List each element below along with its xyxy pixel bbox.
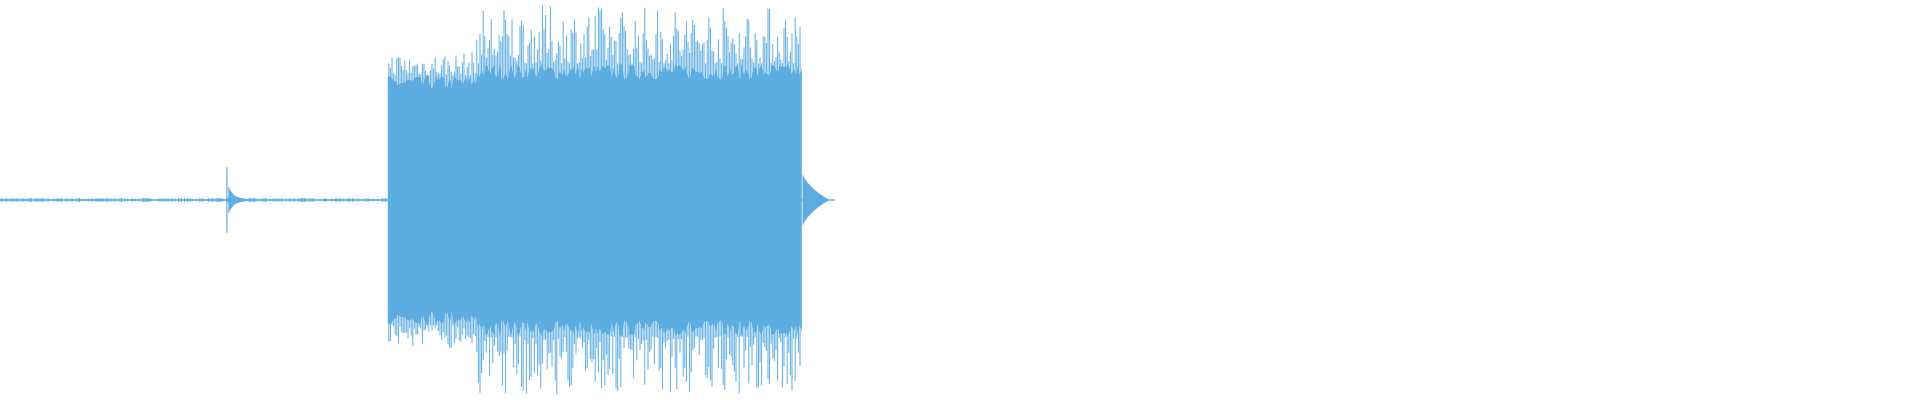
- waveform-quiet-section: [0, 197, 388, 203]
- waveform-click-transient: [226, 167, 247, 233]
- waveform-decay-tail: [802, 174, 830, 226]
- waveform-burst-spikes: [388, 5, 801, 395]
